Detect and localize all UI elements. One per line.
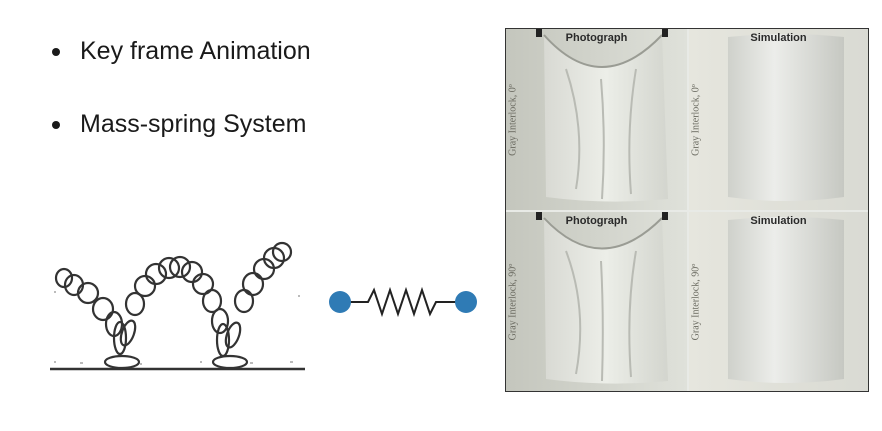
bullet-text: Key frame Animation (80, 37, 311, 65)
bouncing-ball-keyframes-icon (50, 241, 305, 371)
cell-side-label: Gray Interlock, 90º (507, 263, 519, 340)
cloth-drape-picture (506, 29, 868, 391)
bullet-item: Mass-spring System (52, 110, 306, 139)
bullet-dot-icon (52, 120, 60, 129)
cloth-comparison-image: Photograph Gray Interlock, 0º Simulation… (505, 28, 869, 392)
bullet-item: Key frame Animation (52, 37, 311, 66)
mass-right-icon (455, 291, 477, 313)
cell-header: Photograph (565, 32, 628, 44)
cell-side-label: Gray Interlock, 0º (690, 83, 702, 156)
mass-spring-icon (329, 286, 477, 318)
bullet-text: Mass-spring System (80, 110, 307, 138)
bullet-dot-icon (52, 47, 60, 56)
mass-left-icon (329, 291, 351, 313)
cell-header: Simulation (750, 215, 807, 227)
cell-header: Photograph (565, 215, 628, 227)
cell-header: Simulation (750, 32, 807, 44)
photograph-cell: Photograph Gray Interlock, 90º (506, 212, 687, 391)
simulation-cell: Simulation Gray Interlock, 0º (689, 29, 868, 210)
panel-divider (687, 29, 689, 391)
photograph-cell: Photograph Gray Interlock, 0º (506, 29, 687, 210)
cell-side-label: Gray Interlock, 90º (690, 263, 702, 340)
cell-side-label: Gray Interlock, 0º (507, 83, 519, 156)
simulation-cell: Simulation Gray Interlock, 90º (689, 212, 868, 391)
